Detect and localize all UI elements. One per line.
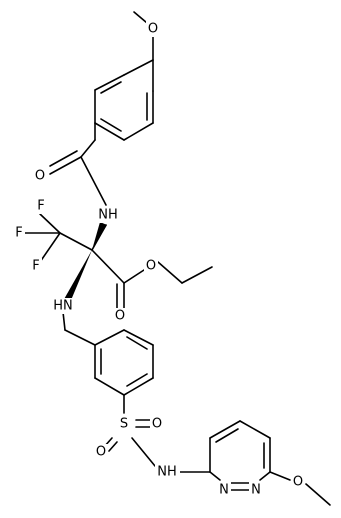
atom-label-f: F	[37, 199, 44, 214]
atom-label-o: O	[293, 475, 303, 490]
atom-label-o: O	[146, 259, 156, 274]
wedge-bond	[92, 222, 107, 250]
bond	[209, 420, 241, 439]
atom-label-hn: HN	[53, 299, 73, 314]
atom-label-n: N	[251, 483, 261, 498]
wedge-bond	[63, 250, 92, 305]
bond	[123, 329, 154, 346]
bond	[80, 156, 107, 206]
bond	[39, 232, 61, 263]
atom-label-layer: O O NH F F F O O HN S O O NH N N O	[13, 21, 305, 498]
bond	[80, 139, 96, 158]
bond	[100, 81, 122, 94]
bond	[209, 471, 221, 481]
bond	[269, 471, 291, 481]
bond	[49, 156, 82, 175]
atom-label-o: O	[115, 309, 125, 324]
bond	[91, 249, 125, 284]
bond	[94, 329, 125, 346]
atom-label-n: N	[219, 483, 229, 498]
atom-label-f: F	[15, 226, 22, 241]
bond	[215, 428, 239, 443]
bond	[100, 118, 122, 132]
bond	[64, 329, 96, 346]
bond	[62, 311, 66, 331]
atom-label-o: O	[148, 22, 158, 37]
atom-label-o: O	[35, 169, 45, 184]
bond	[108, 441, 118, 452]
bond	[94, 377, 125, 396]
bond	[123, 377, 154, 396]
atom-label-s: S	[120, 417, 128, 432]
bond	[39, 213, 61, 234]
atom-label-o: O	[96, 445, 106, 460]
bond	[123, 59, 154, 76]
bond	[126, 373, 148, 387]
bond	[126, 336, 148, 350]
bond	[94, 74, 125, 91]
atom-label-f: F	[32, 259, 39, 274]
atom-label-nh: NH	[157, 465, 177, 480]
bond	[157, 261, 183, 284]
bond	[123, 122, 154, 141]
atom-label-nh: NH	[98, 208, 118, 223]
bond	[59, 232, 93, 251]
bond	[131, 437, 156, 467]
bond	[94, 122, 125, 141]
bond	[259, 471, 271, 481]
bond-layer	[24, 11, 331, 506]
bond	[49, 150, 78, 167]
bond	[181, 266, 213, 284]
atom-label-o: O	[152, 417, 162, 432]
bond	[239, 420, 271, 439]
bond	[305, 483, 331, 506]
bond	[123, 269, 145, 284]
